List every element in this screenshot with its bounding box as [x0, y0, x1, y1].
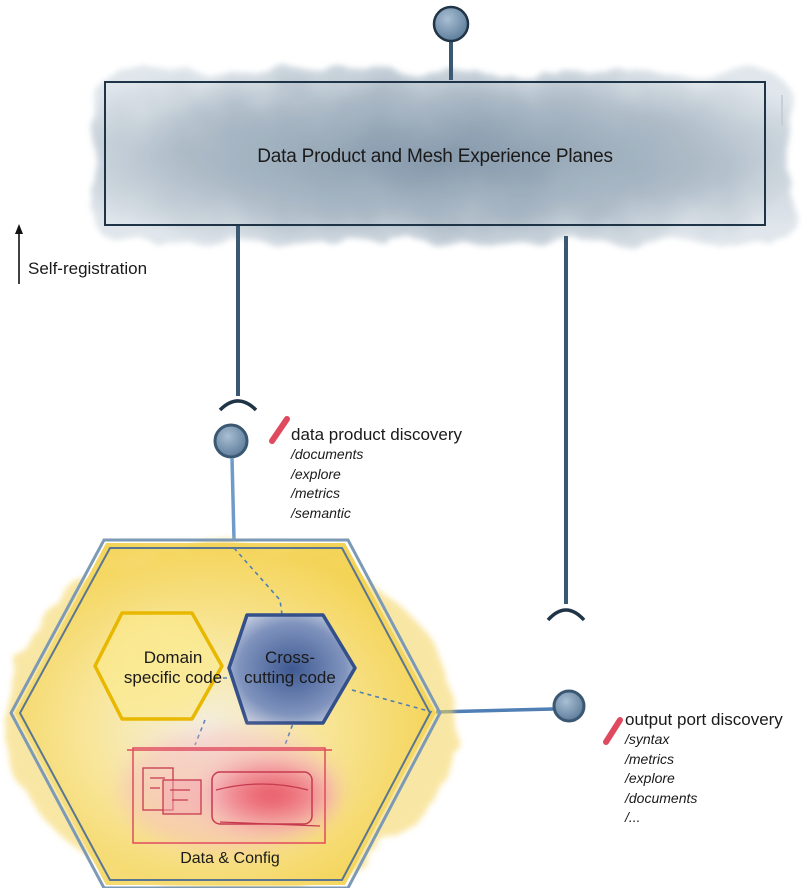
internal-links [194, 547, 433, 746]
discovery-path: /documents [291, 446, 364, 462]
domain-code-hexagon [93, 611, 224, 721]
plane-frame [104, 81, 766, 226]
red-mark-icon [603, 717, 623, 745]
domain-code-label: Domain specific code [123, 648, 223, 687]
data-product-discovery-title: data product discovery [291, 425, 463, 444]
data-product-discovery-link [213, 226, 290, 541]
data-product-discovery-port [213, 423, 249, 459]
hexagon-outer-frame [9, 538, 442, 888]
data-config-label: Data & Config [180, 850, 280, 867]
self-registration-label: Self-registration [28, 259, 148, 278]
output-port-path: /metrics [625, 750, 674, 767]
output-port-link [435, 236, 623, 745]
discovery-path: /explore [291, 465, 341, 482]
discovery-path: /metrics [291, 485, 340, 501]
hexagon-inner-frame [18, 547, 432, 881]
output-port-path: /... [625, 809, 641, 825]
output-port-discovery-title: output port discovery [625, 710, 783, 729]
self-registration-arrow-icon [15, 224, 23, 284]
output-port [552, 689, 586, 723]
data-config-block [120, 730, 340, 850]
red-mark-icon [269, 416, 290, 444]
experience-plane [92, 72, 792, 242]
top-connector-bulb [432, 5, 470, 43]
output-port-path: /explore [625, 770, 675, 786]
cross-cutting-hexagon [227, 613, 357, 725]
discovery-path: /semantic [291, 504, 351, 521]
output-port-discovery-block: output port discovery /syntax /metrics /… [625, 710, 783, 828]
data-product-discovery-block: data product discovery /documents /explo… [291, 425, 462, 523]
output-port-path: /documents [625, 789, 698, 806]
output-port-path: /syntax [625, 731, 670, 747]
top-connector [432, 5, 470, 80]
plane-title: Data Product and Mesh Experience Planes [257, 146, 613, 167]
config-file-icon [162, 779, 202, 815]
data-config-frame [132, 747, 326, 844]
plane-watercolor [92, 72, 792, 242]
cross-cutting-label: Cross-cutting code [244, 648, 336, 687]
